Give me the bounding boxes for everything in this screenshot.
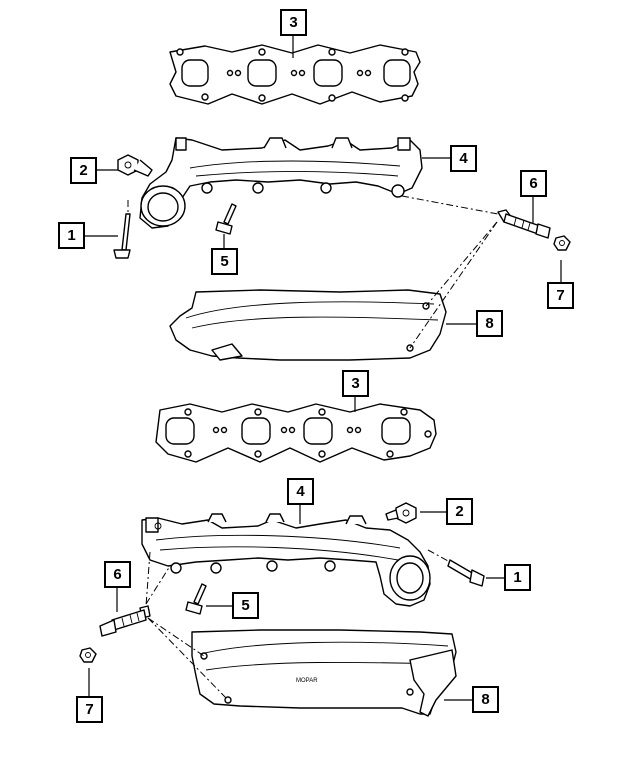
- nut-bottom-7: [79, 647, 97, 663]
- bolt-top-5: [215, 203, 237, 235]
- callout-top-gasket: 3: [280, 9, 307, 36]
- callout-top-bolt-short: 5: [211, 248, 238, 275]
- shield-stamp-text: MOPAR: [296, 678, 318, 684]
- bolt-bottom-1: [447, 559, 485, 587]
- callout-bottom-heat-shield: 8: [472, 686, 499, 713]
- callout-bottom-oxygen-sensor: 6: [104, 561, 131, 588]
- heat-shield-bottom: MOPAR: [191, 629, 457, 717]
- callout-bottom-bolt-short: 5: [232, 592, 259, 619]
- nut-top-7: [553, 235, 571, 251]
- callout-bottom-nut: 7: [76, 696, 103, 723]
- oxygen-sensor-top: [497, 209, 551, 239]
- manifold-bottom: [141, 513, 431, 607]
- callout-top-heat-shield: 8: [476, 310, 503, 337]
- callout-top-bolt: 1: [58, 222, 85, 249]
- bolt-top-1: [113, 213, 131, 259]
- gasket-bottom: [155, 403, 437, 463]
- callout-bottom-manifold: 4: [287, 478, 314, 505]
- callout-top-stud-nut: 2: [70, 157, 97, 184]
- gasket-top: [169, 44, 421, 105]
- callout-top-oxygen-sensor: 6: [520, 170, 547, 197]
- stud-nut-bottom: [385, 502, 417, 524]
- callout-top-nut: 7: [547, 282, 574, 309]
- callout-bottom-stud-nut: 2: [446, 498, 473, 525]
- oxygen-sensor-bottom: [99, 605, 151, 637]
- manifold-top: [139, 137, 423, 229]
- bolt-bottom-5: [185, 583, 207, 615]
- callout-top-manifold: 4: [450, 145, 477, 172]
- callout-bottom-bolt: 1: [504, 564, 531, 591]
- stud-nut-top: [117, 154, 153, 177]
- heat-shield-top: [169, 289, 447, 361]
- callout-bottom-gasket: 3: [342, 370, 369, 397]
